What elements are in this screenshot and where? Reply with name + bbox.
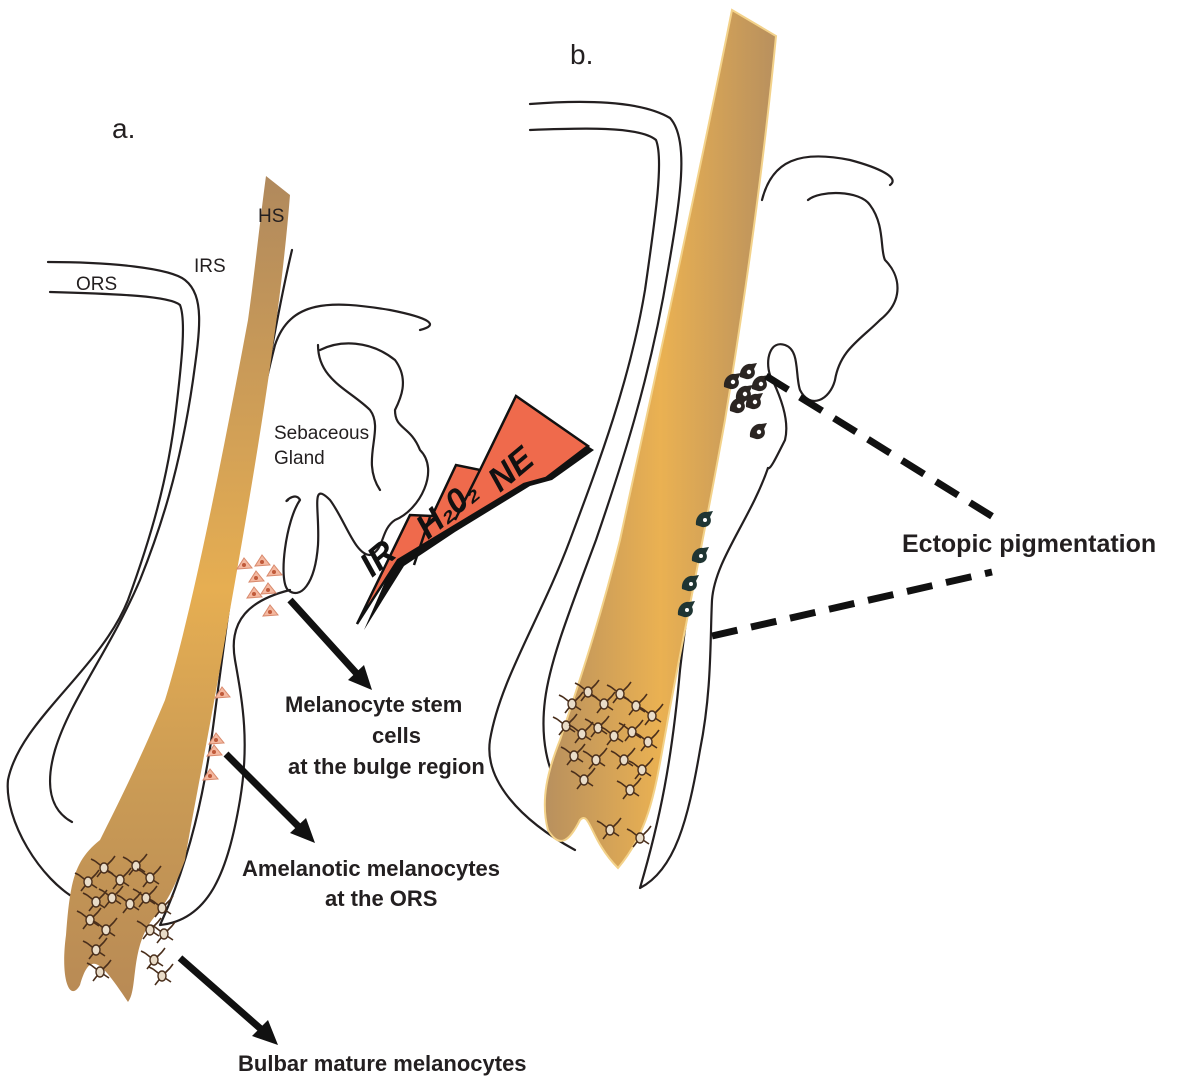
ectopic-label: Ectopic pigmentation	[902, 530, 1156, 558]
panel-a: a. HS IRS ORS Sebaceous Gland IR H₂0₂ NE…	[8, 113, 594, 1076]
hs-label: HS	[258, 206, 284, 227]
bulbar-label: Bulbar mature melanocytes	[238, 1051, 527, 1076]
panel-b-label: b.	[570, 39, 593, 70]
callout-line-upper	[766, 376, 998, 520]
arrow-bulbar	[180, 958, 262, 1030]
stem-label-line2: cells	[372, 723, 421, 748]
panel-a-gland-lobe	[318, 345, 380, 490]
irs-label: IRS	[194, 256, 226, 277]
panel-a-label: a.	[112, 113, 135, 144]
stem-label-line3: at the bulge region	[288, 754, 485, 779]
stem-label-line1: Melanocyte stem	[285, 692, 462, 717]
amelanotic-label-line1: Amelanotic melanocytes	[242, 856, 500, 881]
panel-b-sebaceous-gland-outline	[762, 156, 898, 468]
arrow-stem-cells	[290, 600, 358, 675]
sebaceous-label-line2: Gland	[274, 448, 325, 469]
amelanotic-label-line2: at the ORS	[325, 886, 437, 911]
panel-a-stem-cells	[237, 555, 282, 616]
ors-label: ORS	[76, 274, 117, 295]
sebaceous-label-line1: Sebaceous	[274, 423, 369, 444]
callout-line-lower	[712, 572, 992, 636]
